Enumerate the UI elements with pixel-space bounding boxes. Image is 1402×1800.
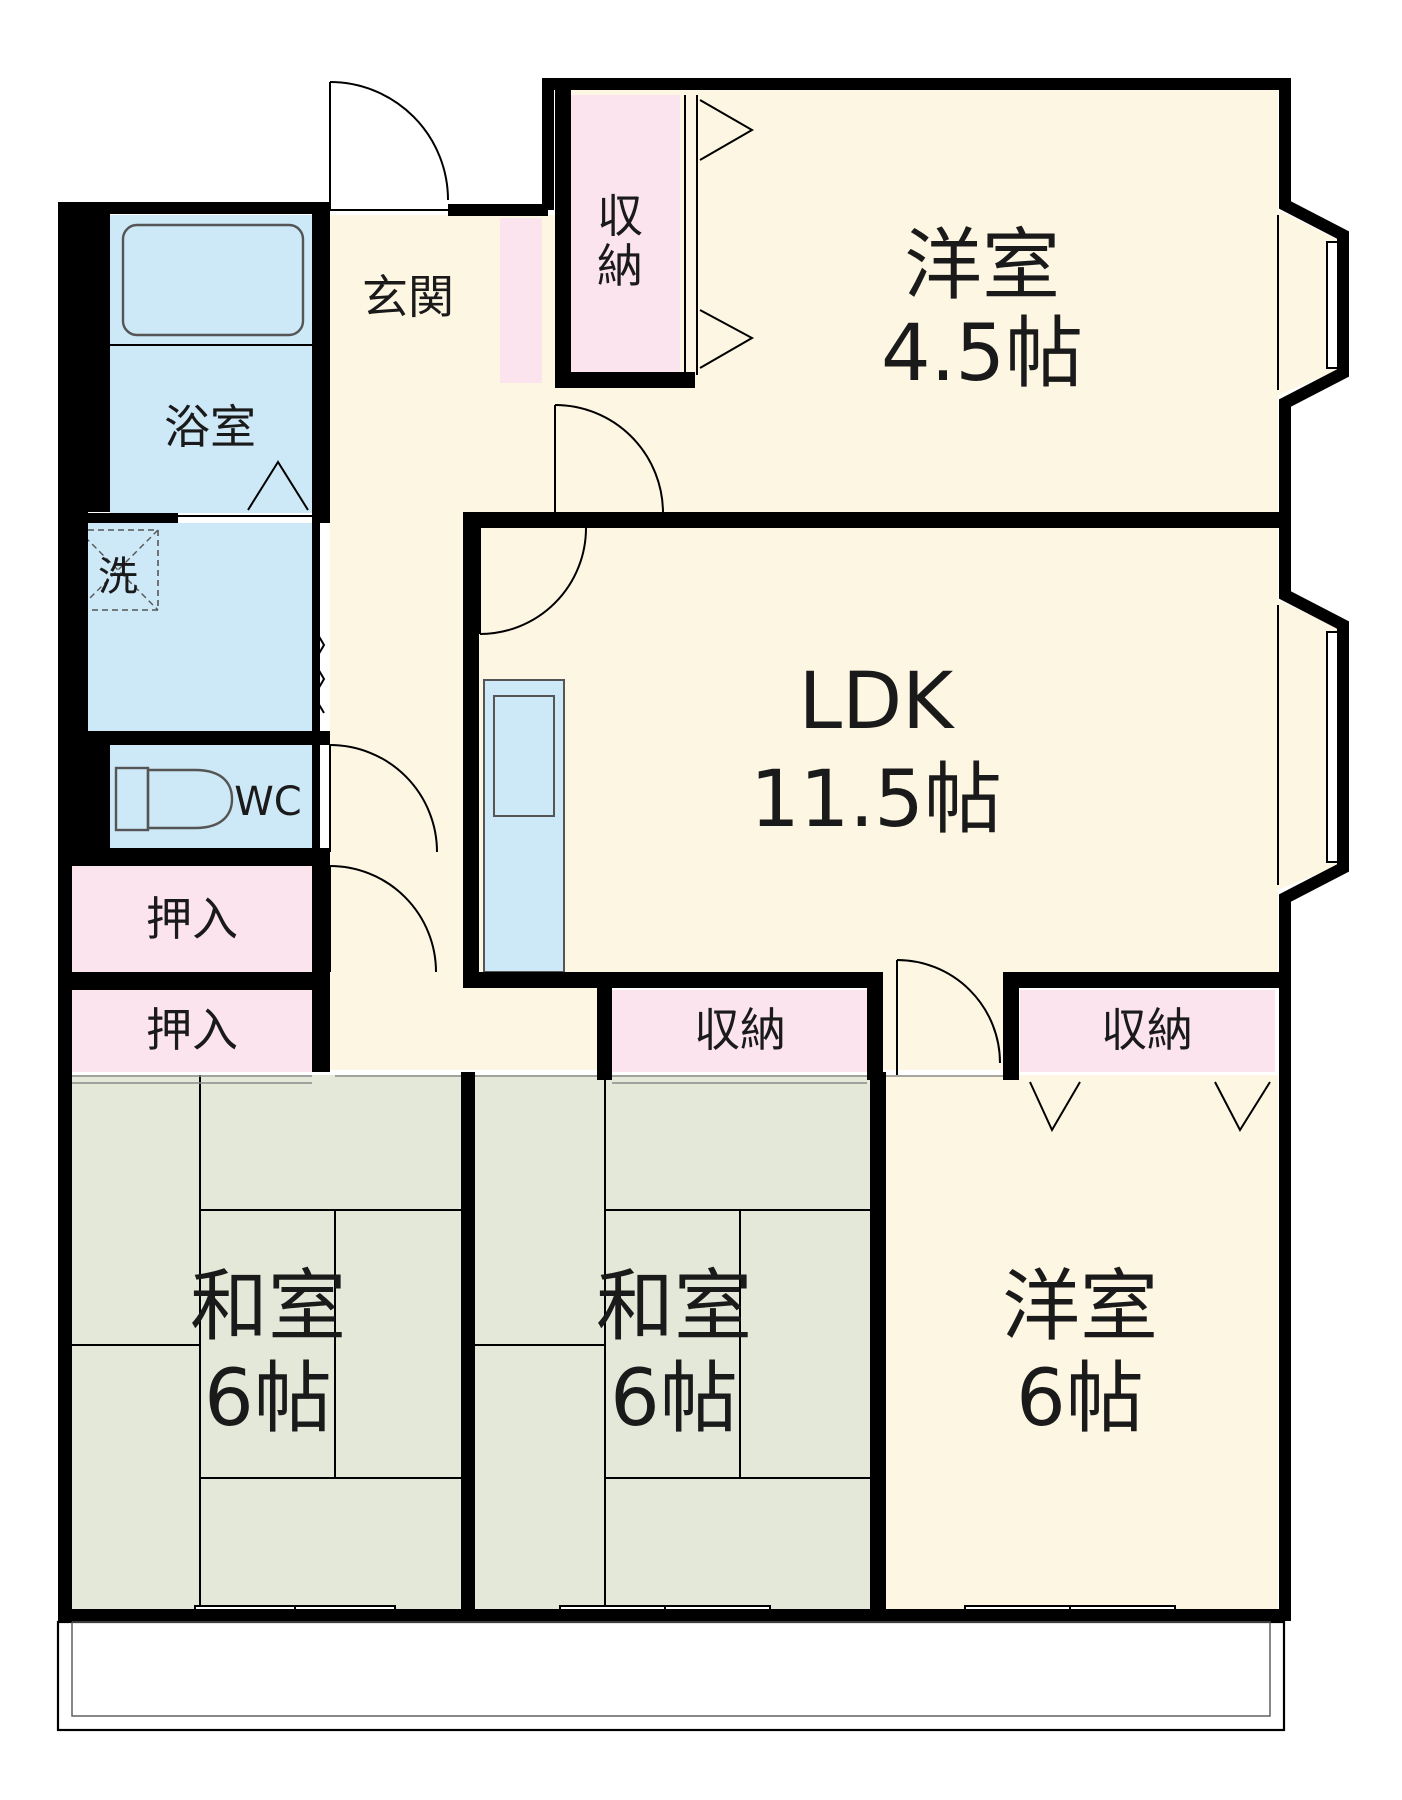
ldk-name: LDK [799, 657, 956, 747]
bath-label: 浴室 [164, 400, 256, 454]
japanese-room-left-floor [72, 1075, 467, 1610]
closet-lower-floor [72, 990, 312, 1072]
closet-lower-label: 押入 [146, 1003, 238, 1057]
storage-north-label-1: 収 [597, 189, 643, 243]
western-room-north-floor [555, 90, 1338, 515]
floor-fills [72, 90, 1338, 1610]
entrance-shoe-storage [500, 218, 542, 383]
walls [58, 78, 1349, 1622]
storage-mid-label: 収納 [694, 1003, 786, 1057]
western-room-south-floor [886, 1075, 1278, 1610]
washer-label: 洗 [98, 554, 138, 600]
bath-door-icon [247, 460, 309, 511]
storage-north-label-2: 納 [597, 239, 643, 293]
bathtub [121, 223, 305, 337]
entrance-label: 玄関 [362, 270, 454, 324]
western-room-north-size: 4.5帖 [881, 309, 1083, 399]
western-room-south-name: 洋室 [1002, 1262, 1158, 1352]
closet-upper-label: 押入 [146, 892, 238, 946]
japanese-room-mid-size: 6帖 [610, 1354, 738, 1444]
kitchen-counter [483, 679, 565, 973]
kitchen-sink [493, 695, 555, 817]
japanese-room-mid-floor [472, 1075, 872, 1610]
storage-right-floor [1020, 990, 1275, 1072]
wc-label: WC [234, 779, 301, 825]
toilet-icon [146, 768, 234, 830]
labels: 洋室 4.5帖 LDK 11.5帖 和室 6帖 和室 6帖 洋室 6帖 玄関 浴… [98, 189, 1193, 1444]
closet-upper-floor [72, 866, 312, 972]
storage-right-label: 収納 [1101, 1003, 1193, 1057]
storage-mid-floor [612, 990, 867, 1072]
western-room-north-name: 洋室 [904, 221, 1060, 311]
ldk-floor [472, 528, 1338, 1070]
fixtures [77, 99, 1271, 1133]
japanese-room-mid-name: 和室 [596, 1262, 752, 1352]
washroom-floor [72, 523, 312, 731]
japanese-room-left-size: 6帖 [204, 1354, 332, 1444]
western-room-south-size: 6帖 [1016, 1354, 1144, 1444]
entrance-floor [330, 215, 500, 385]
japanese-room-left-name: 和室 [190, 1262, 346, 1352]
ldk-size: 11.5帖 [750, 755, 1002, 845]
storage-north-floor [560, 95, 680, 375]
balcony [56, 1620, 1286, 1732]
tatami-lines [72, 1075, 872, 1610]
